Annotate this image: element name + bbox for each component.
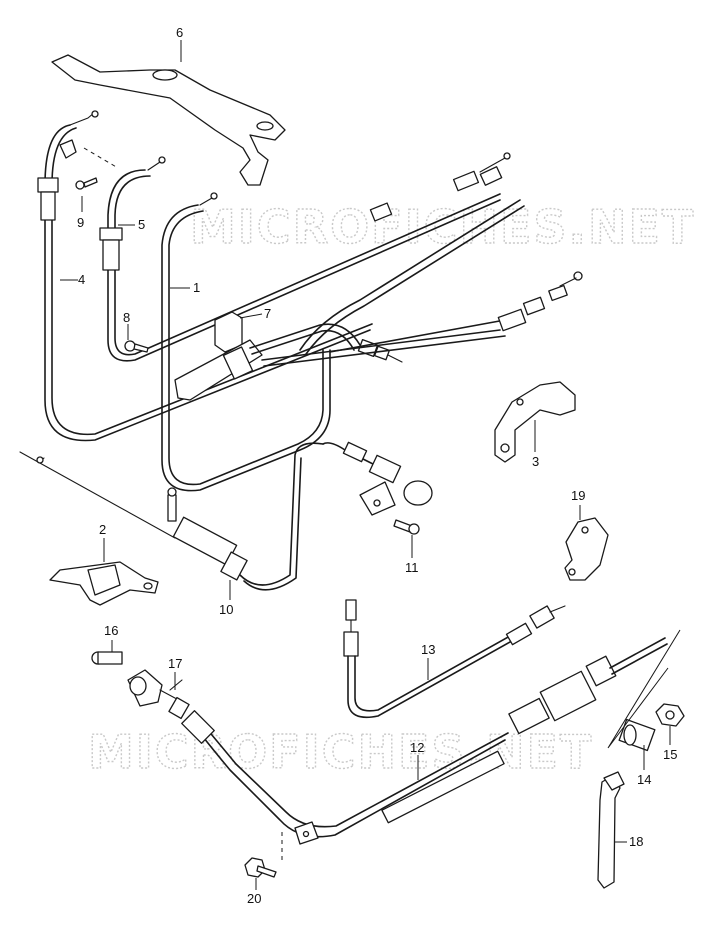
pin-part-16 — [91, 651, 123, 665]
upper-right-cables — [329, 166, 583, 353]
callout-6: 6 — [176, 25, 183, 40]
watermark-top: MICROFICHES.NET — [190, 200, 695, 254]
junction-block-part-7 — [174, 311, 506, 401]
nut-part-15 — [655, 703, 685, 727]
cable-part-5 — [99, 152, 511, 362]
callout-8: 8 — [123, 310, 130, 325]
watermark-bottom: MICROFICHES.NET — [88, 725, 593, 779]
cable-part-13 — [343, 599, 566, 719]
clevis-part-17 — [127, 669, 190, 720]
dashed-line-part-9 — [83, 147, 119, 169]
bracket-part-6 — [51, 54, 286, 186]
bracket-part-2 — [49, 561, 159, 606]
cable-part-1 — [161, 192, 525, 492]
boot-part-14 — [618, 718, 656, 752]
callout-12: 12 — [410, 740, 424, 755]
bolt-part-20 — [244, 857, 277, 878]
cable-part-4 — [37, 110, 373, 442]
callout-10: 10 — [219, 602, 233, 617]
callout-13: 13 — [421, 642, 435, 657]
callout-1: 1 — [193, 280, 200, 295]
pin-part-18 — [597, 771, 625, 889]
callout-numbers: 6 1 4 5 7 8 9 10 11 2 3 19 13 12 14 15 1… — [77, 25, 677, 906]
bolt-part-8 — [124, 340, 149, 353]
callout-15: 15 — [663, 747, 677, 762]
callout-11: 11 — [405, 560, 419, 575]
cable-part-12 — [181, 637, 668, 845]
callout-4: 4 — [78, 272, 85, 287]
callout-20: 20 — [247, 891, 261, 906]
callout-18: 18 — [629, 834, 643, 849]
callout-17: 17 — [168, 656, 182, 671]
bolt-part-9 — [75, 177, 98, 190]
callout-leaders — [60, 40, 671, 890]
cable-part-10 — [19, 442, 324, 591]
bolt-part-11 — [393, 519, 420, 535]
callout-7: 7 — [264, 306, 271, 321]
alignment-lines-14 — [607, 629, 681, 749]
callout-2: 2 — [99, 522, 106, 537]
choke-cable — [322, 441, 433, 516]
bracket-part-3 — [494, 381, 576, 463]
callout-16: 16 — [104, 623, 118, 638]
bracket-part-19 — [564, 517, 609, 581]
callout-9: 9 — [77, 215, 84, 230]
callout-3: 3 — [532, 454, 539, 469]
callout-19: 19 — [571, 488, 585, 503]
callout-14: 14 — [637, 772, 651, 787]
callout-5: 5 — [138, 217, 145, 232]
